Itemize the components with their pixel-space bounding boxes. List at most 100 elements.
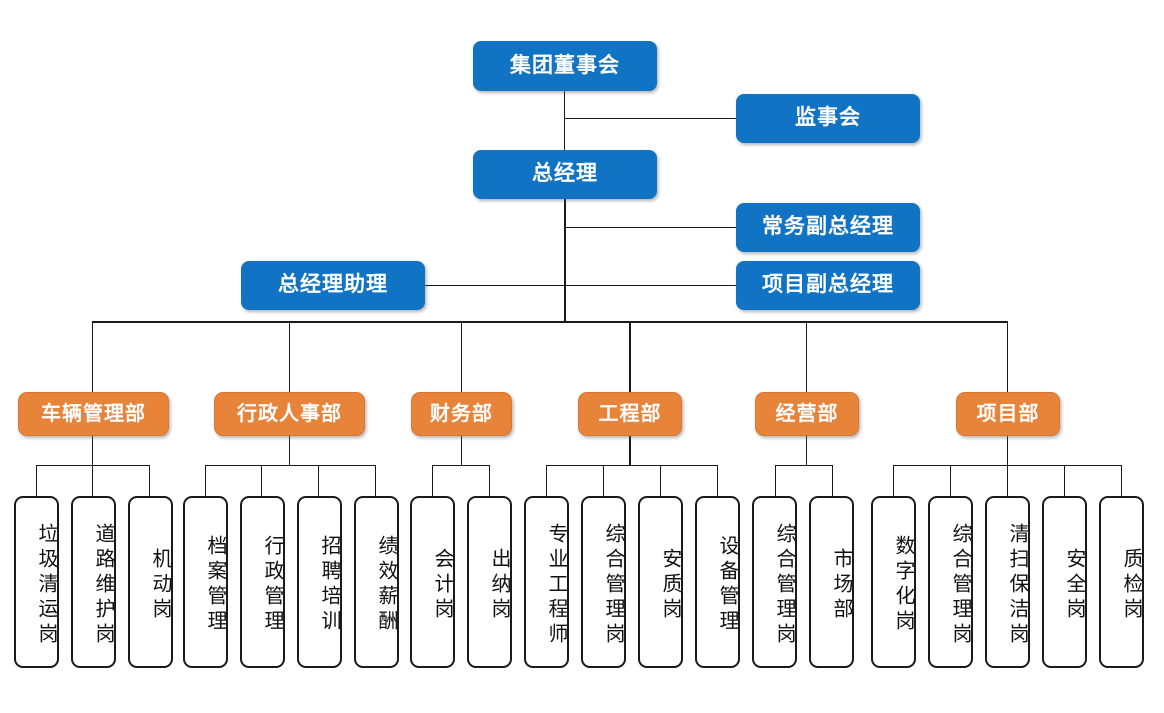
connector-adminhr-leaf-4: [375, 465, 376, 496]
node-board-of-directors[interactable]: 集团董事会: [473, 41, 657, 91]
node-label: 会计岗: [431, 547, 453, 623]
node-department-project[interactable]: 项目部: [956, 392, 1060, 436]
node-label: 项目副总经理: [762, 273, 894, 297]
node-department-admin-hr[interactable]: 行政人事部: [214, 392, 365, 436]
connector-gm-to-project-vp: [565, 285, 736, 286]
node-position-cashier[interactable]: 出纳岗: [467, 496, 512, 668]
node-label: 数字化岗: [892, 535, 914, 635]
node-position-mobile-unit[interactable]: 机动岗: [128, 496, 173, 668]
node-label: 出纳岗: [488, 547, 510, 623]
connector-adminhr-down: [289, 425, 290, 465]
node-position-comprehensive-management-operations[interactable]: 综合管理岗: [752, 496, 797, 668]
connector-stem-finance: [461, 321, 462, 392]
node-executive-vice-gm[interactable]: 常务副总经理: [736, 203, 920, 252]
connector-board-to-gm: [564, 91, 565, 150]
connector-project-leaf-4: [1064, 465, 1065, 496]
connector-operations-leaf-1: [775, 465, 776, 496]
node-department-engineering[interactable]: 工程部: [578, 392, 682, 436]
node-label: 档案管理: [204, 535, 226, 635]
connector-adminhr-leaf-3: [318, 465, 319, 496]
node-position-performance-compensation[interactable]: 绩效薪酬: [354, 496, 399, 668]
node-label: 工程部: [598, 402, 662, 425]
node-label: 监事会: [795, 106, 861, 130]
node-label: 绩效薪酬: [375, 535, 397, 635]
node-position-comprehensive-management-engineering[interactable]: 综合管理岗: [581, 496, 626, 668]
connector-operations-leaf-2: [832, 465, 833, 496]
connector-vehicle-leaf-2: [92, 465, 93, 496]
connector-stem-admin-hr: [289, 321, 290, 392]
connector-board-to-supervisory: [564, 118, 736, 119]
connector-finance-leaf-2: [489, 465, 490, 496]
connector-engineering-leaf-3: [660, 465, 661, 496]
node-label: 财务部: [430, 402, 493, 425]
connector-vehicle-leaf-1: [36, 465, 37, 496]
node-label: 专业工程师: [545, 522, 567, 648]
connector-project-down: [1007, 425, 1008, 465]
node-label: 行政管理: [261, 535, 283, 635]
node-position-quality-inspection[interactable]: 质检岗: [1099, 496, 1144, 668]
connector-adminhr-bus: [205, 465, 375, 466]
connector-project-leaf-2: [950, 465, 951, 496]
node-label: 综合管理岗: [602, 522, 624, 648]
connector-engineering-leaf-4: [717, 465, 718, 496]
connector-vehicle-leaf-3: [149, 465, 150, 496]
node-project-vice-gm[interactable]: 项目副总经理: [736, 261, 920, 310]
connector-project-leaf-3: [1007, 465, 1008, 496]
connector-gm-to-exec-vp: [565, 227, 736, 228]
node-label: 招聘培训: [318, 535, 340, 635]
node-position-cleaning-sanitation[interactable]: 清扫保洁岗: [985, 496, 1030, 668]
node-position-administrative-management[interactable]: 行政管理: [240, 496, 285, 668]
node-label: 总经理: [532, 162, 598, 186]
node-position-comprehensive-management-project[interactable]: 综合管理岗: [928, 496, 973, 668]
node-label: 项目部: [976, 402, 1040, 425]
node-label: 经营部: [775, 402, 839, 425]
connector-stem-vehicle: [92, 321, 93, 392]
node-supervisory-board[interactable]: 监事会: [736, 94, 920, 143]
node-label: 设备管理: [716, 535, 738, 635]
node-position-digitalization[interactable]: 数字化岗: [871, 496, 916, 668]
node-position-road-maintenance[interactable]: 道路维护岗: [71, 496, 116, 668]
node-general-manager[interactable]: 总经理: [473, 150, 657, 199]
connector-engineering-leaf-1: [546, 465, 547, 496]
node-label: 垃圾清运岗: [35, 522, 57, 648]
node-position-recruitment-training[interactable]: 招聘培训: [297, 496, 342, 668]
node-label: 常务副总经理: [762, 215, 894, 239]
node-label: 总经理助理: [278, 273, 388, 297]
connector-engineering-bus: [546, 465, 717, 466]
node-position-marketing[interactable]: 市场部: [809, 496, 854, 668]
connector-assistant-to-gm: [425, 285, 565, 286]
node-department-operations[interactable]: 经营部: [755, 392, 859, 436]
node-position-safety-quality[interactable]: 安质岗: [638, 496, 683, 668]
connector-adminhr-leaf-2: [261, 465, 262, 496]
connector-stem-project: [1007, 321, 1008, 392]
connector-engineering-down: [629, 425, 631, 465]
connector-engineering-leaf-2: [603, 465, 604, 496]
node-label: 清扫保洁岗: [1006, 522, 1028, 648]
node-label: 集团董事会: [510, 53, 620, 77]
node-label: 行政人事部: [237, 402, 342, 425]
node-position-records-management[interactable]: 档案管理: [183, 496, 228, 668]
connector-project-leaf-1: [893, 465, 894, 496]
node-department-vehicle-management[interactable]: 车辆管理部: [18, 392, 169, 436]
connector-operations-down: [806, 425, 807, 465]
node-label: 道路维护岗: [92, 522, 114, 648]
node-position-garbage-transport[interactable]: 垃圾清运岗: [14, 496, 59, 668]
node-position-professional-engineer[interactable]: 专业工程师: [524, 496, 569, 668]
connector-project-leaf-5: [1121, 465, 1122, 496]
node-label: 安质岗: [659, 547, 681, 623]
node-gm-assistant[interactable]: 总经理助理: [241, 261, 425, 310]
connector-stem-engineering: [629, 321, 631, 392]
node-position-equipment-management[interactable]: 设备管理: [695, 496, 740, 668]
node-label: 综合管理岗: [773, 522, 795, 648]
node-position-safety[interactable]: 安全岗: [1042, 496, 1087, 668]
connector-adminhr-leaf-1: [205, 465, 206, 496]
node-label: 车辆管理部: [41, 402, 146, 425]
node-label: 质检岗: [1120, 547, 1142, 623]
node-position-accounting[interactable]: 会计岗: [410, 496, 455, 668]
connector-finance-leaf-1: [432, 465, 433, 496]
connector-gm-trunk: [564, 199, 566, 322]
connector-finance-bus: [432, 465, 489, 466]
connector-department-bus: [92, 321, 1008, 323]
node-department-finance[interactable]: 财务部: [411, 392, 512, 436]
